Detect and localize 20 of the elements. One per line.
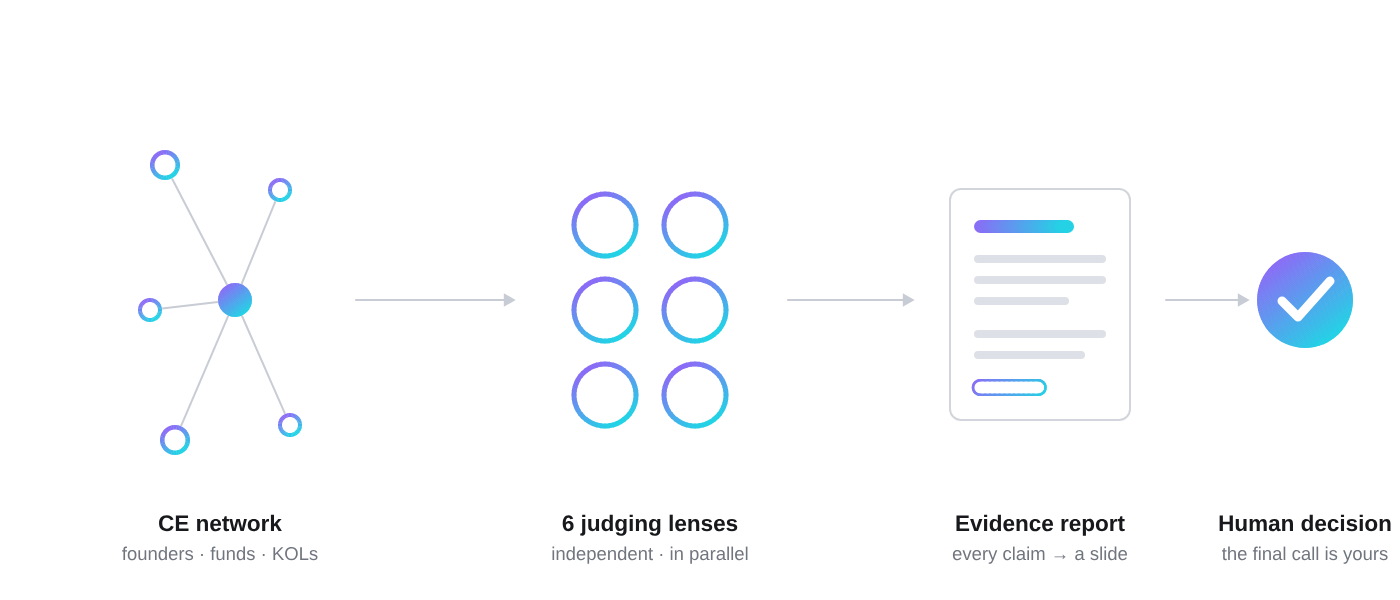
document-card — [949, 188, 1131, 421]
stage-subtitle: every claim → a slide — [952, 546, 1128, 564]
stage-heading: CE network — [159, 514, 282, 532]
ring-icon — [138, 298, 162, 322]
connector-line — [240, 200, 277, 286]
stage-subtitle: founders · funds · KOLs — [122, 546, 318, 561]
hub-dot — [218, 283, 252, 317]
stage-subtitle: independent · in parallel — [552, 546, 748, 564]
stage-heading: Evidence report — [956, 514, 1125, 536]
ring-icon — [160, 425, 190, 455]
connector-line — [161, 301, 219, 310]
stage-heading: 6 judging lenses — [562, 514, 738, 536]
stage-subtitle: the final call is yours — [1222, 546, 1388, 564]
connector-line — [171, 177, 229, 286]
stage-heading: Human decision — [1219, 514, 1391, 532]
ring-icon — [268, 178, 292, 202]
connector-line — [240, 314, 287, 415]
ring-icon — [150, 150, 180, 180]
ring-icon — [278, 413, 302, 437]
connector-line — [180, 314, 230, 428]
